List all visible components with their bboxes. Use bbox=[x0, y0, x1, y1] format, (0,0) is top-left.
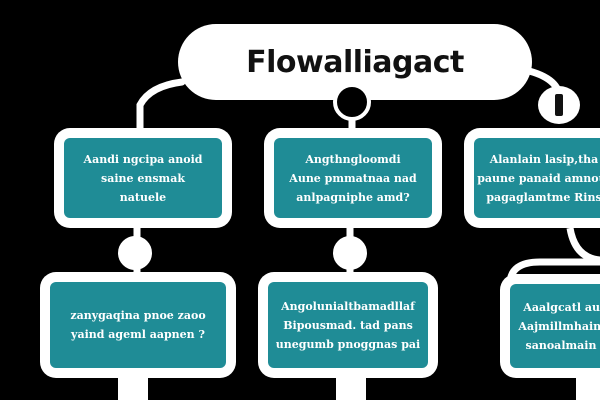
node-text-line: Alanlain lasip,tha bbox=[489, 152, 599, 166]
connector-stub-right bbox=[576, 376, 600, 400]
node-text-line: Aajmillmhainsi bbox=[518, 319, 600, 333]
node-text-line: sanoalmain l bbox=[525, 338, 600, 352]
flow-node-top-left[interactable]: Aandi ngcipa anoid saine ensmak natuele bbox=[54, 128, 232, 228]
node-text-line: Bipousmad. tad pans bbox=[283, 318, 413, 332]
node-text-line: Aaalgcatl auc bbox=[523, 300, 600, 314]
node-text-line: pagaglamtme Rins bbox=[486, 190, 600, 204]
connector-stub-left bbox=[118, 376, 148, 400]
node-text-line: unegumb pnoggnas pai bbox=[275, 337, 421, 351]
node-text-line: Angthngloomdi bbox=[305, 152, 401, 166]
node-text-line: paune panaid amnoul bbox=[477, 171, 600, 185]
node-text-line: Aandi ngcipa anoid bbox=[83, 152, 203, 166]
flow-node-bottom-center[interactable]: Angolunialtbamadllaf Bipousmad. tad pans… bbox=[258, 272, 438, 378]
connector-node-top bbox=[333, 83, 371, 121]
flow-node-top-center[interactable]: Angthngloomdi Aune pmmatnaa nad anlpagni… bbox=[264, 128, 442, 228]
node-text-line: yaind ageml aapnen ? bbox=[71, 328, 205, 341]
node-text-line: Angolunialtbamadllaf bbox=[281, 299, 415, 313]
node-text-line: Aune pmmatnaa nad bbox=[289, 171, 417, 185]
flow-node-bottom-left[interactable]: zanygaqina pnoe zaoo yaind ageml aapnen … bbox=[40, 272, 236, 378]
node-text-line: saine ensmak bbox=[101, 171, 185, 185]
node-text-line: natuele bbox=[119, 190, 167, 204]
info-badge-icon bbox=[538, 86, 580, 124]
connector-stub-center bbox=[336, 376, 366, 400]
flow-node-bottom-right[interactable]: Aaalgcatl auc Aajmillmhainsi sanoalmain … bbox=[500, 274, 600, 378]
connector-node-center bbox=[333, 236, 367, 270]
flow-node-top-right[interactable]: Alanlain lasip,tha paune panaid amnoul p… bbox=[464, 128, 600, 228]
connector-node-left bbox=[118, 236, 152, 270]
node-text-line: anlpagniphe amd? bbox=[296, 190, 410, 204]
node-text-line: zanygaqina pnoe zaoo bbox=[70, 309, 206, 322]
diagram-title: Flowalliagact bbox=[246, 44, 464, 80]
